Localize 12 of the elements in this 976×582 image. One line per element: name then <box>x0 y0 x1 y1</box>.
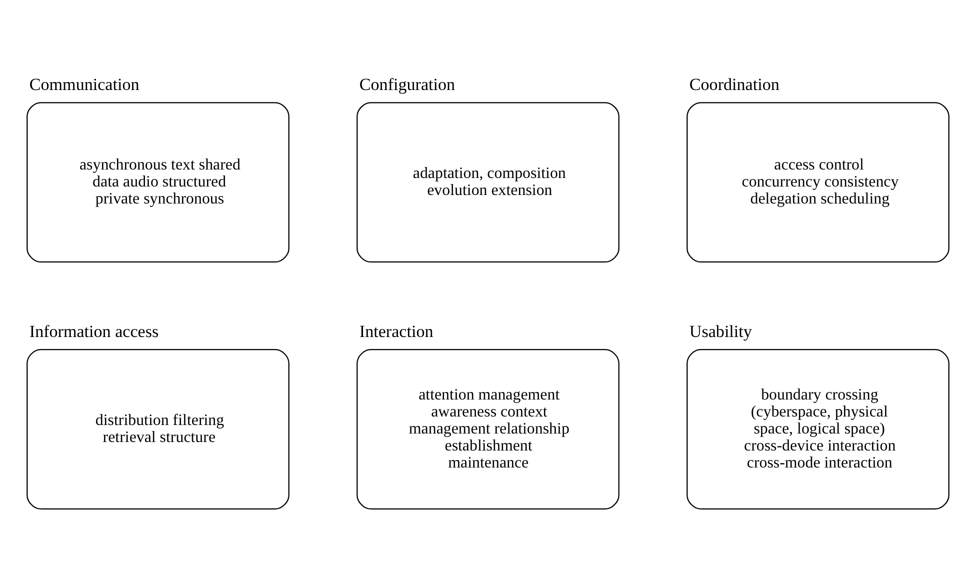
node-label: Information access <box>29 322 159 342</box>
node-label: Coordination <box>689 75 780 94</box>
node-box: attention management awareness context management relationship establishment maintenance <box>356 349 620 510</box>
node-box: distribution filtering retrieval structure <box>26 349 290 510</box>
node-label: Configuration <box>359 75 456 94</box>
node-box: access control concurrency consistency delegation scheduling <box>686 102 950 263</box>
node-label: Communication <box>29 75 140 94</box>
node-label: Interaction <box>359 322 434 342</box>
node-label: Usability <box>689 322 752 342</box>
node-box: adaptation, composition evolution extension <box>356 102 620 263</box>
node-box: asynchronous text shared data audio structured private synchronous <box>26 102 290 263</box>
node-box: boundary crossing (cyberspace, physical space, logical space) cross-device interaction cross-mode interaction <box>686 349 950 510</box>
